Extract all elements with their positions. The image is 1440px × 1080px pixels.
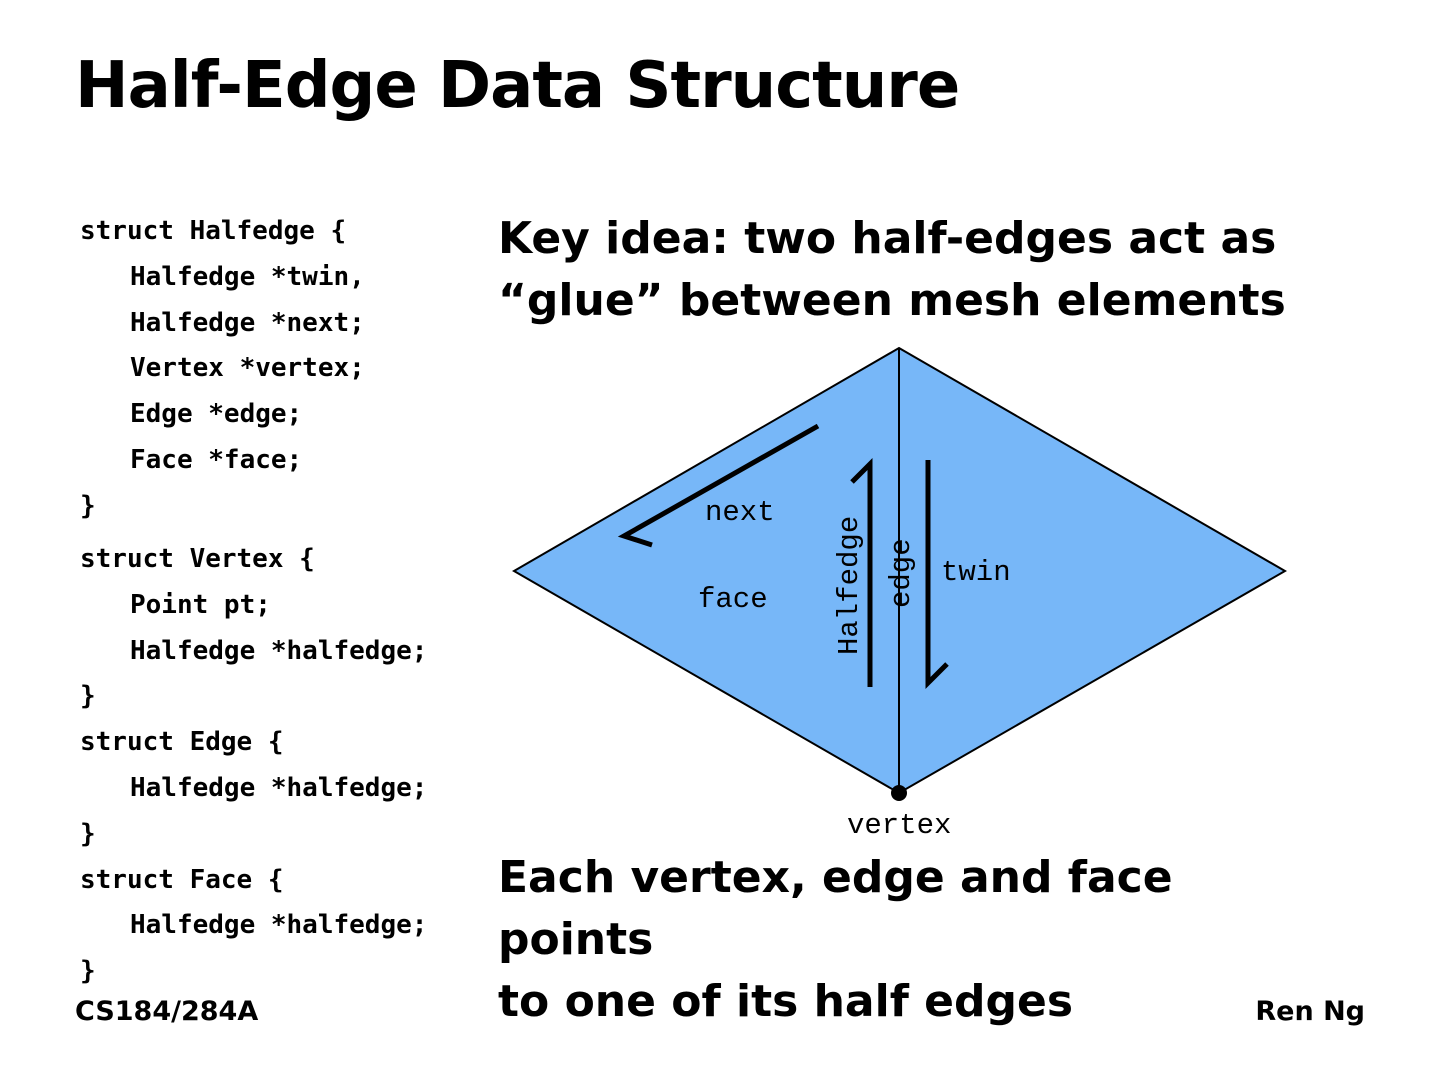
course-label: CS184/284A xyxy=(75,996,259,1027)
code-line: Halfedge *twin, xyxy=(130,261,365,292)
slide-title: Half-Edge Data Structure xyxy=(75,49,960,123)
code-line: Halfedge *halfedge; xyxy=(130,635,428,666)
code-line: struct Vertex { xyxy=(80,544,315,574)
halfedge-arrow xyxy=(850,457,873,687)
key-idea-line-2: “glue” between mesh elements xyxy=(498,275,1286,326)
bottom-text-line-1: Each vertex, edge and face points xyxy=(498,852,1173,965)
key-idea-text: Key idea: two half-edges act as “glue” b… xyxy=(498,208,1298,332)
author-label: Ren Ng xyxy=(1255,996,1365,1027)
twin-halfedge-arrow xyxy=(925,460,949,690)
code-line: struct Face { xyxy=(80,864,284,895)
vertex-edge-face-structs-code: struct Vertex { Point pt; Halfedge *halfed… xyxy=(80,537,427,995)
face-label: face xyxy=(698,583,768,616)
code-line: Edge *edge; xyxy=(130,399,303,430)
vertex-label: vertex xyxy=(847,809,951,842)
halfedge-label: Halfedge xyxy=(833,516,866,655)
next-label: next xyxy=(705,496,775,529)
code-line: } xyxy=(80,956,96,987)
halfedge-struct-code: struct Halfedge { Halfedge *twin, Halfedge… xyxy=(80,209,365,530)
code-line: Halfedge *halfedge; xyxy=(130,772,428,803)
key-idea-line-1: Key idea: two half-edges act as xyxy=(498,213,1277,264)
bottom-text: Each vertex, edge and face points to one… xyxy=(498,847,1328,1033)
code-line: struct Edge { xyxy=(80,727,284,758)
bottom-text-line-2: to one of its half edges xyxy=(498,976,1074,1027)
edge-label: edge xyxy=(885,538,918,608)
code-line: struct Halfedge { xyxy=(80,216,347,246)
code-line: } xyxy=(80,490,96,521)
code-line: Halfedge *halfedge; xyxy=(130,910,428,941)
next-halfedge-arrow xyxy=(617,423,820,548)
code-line: Vertex *vertex; xyxy=(130,353,365,384)
vertex-dot xyxy=(891,785,907,801)
code-line: } xyxy=(80,818,96,849)
twin-label: twin xyxy=(941,556,1011,589)
code-line: Point pt; xyxy=(130,589,271,620)
code-line: Face *face; xyxy=(130,444,303,475)
code-line: } xyxy=(80,681,96,712)
code-line: Halfedge *next; xyxy=(130,307,365,338)
